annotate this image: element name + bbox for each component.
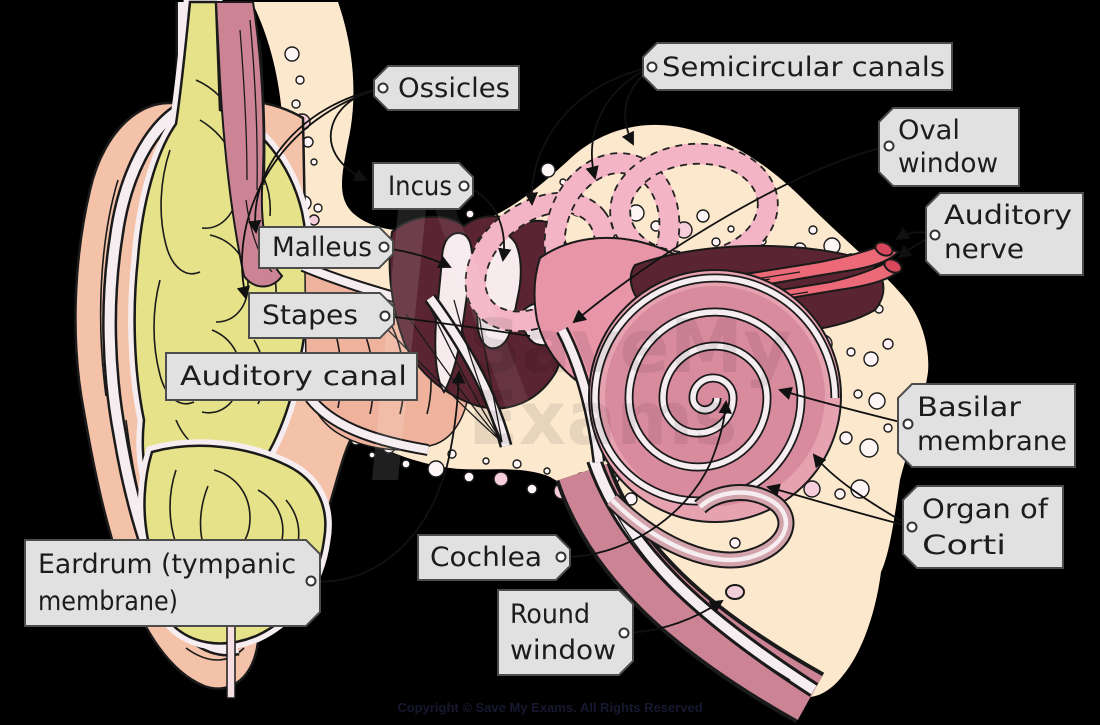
label-text-line2: membrane — [917, 426, 1067, 457]
label-text: Ossicles — [398, 73, 510, 104]
label-stapes: Stapes — [248, 292, 395, 339]
label-text-line2: Corti — [922, 530, 1006, 561]
label-text-line1: Oval — [898, 115, 960, 146]
label-text-line1: Auditory — [944, 200, 1072, 231]
label-semicircular-canals: Semicircular canals — [642, 42, 953, 91]
ear-illustration — [74, 0, 929, 724]
watermark-text-line2: Exams — [468, 376, 737, 462]
leader-ossicles-to-stapes — [236, 87, 384, 300]
tag-hole-icon — [555, 551, 567, 563]
label-text: Cochlea — [430, 542, 542, 573]
label-text: Incus — [388, 171, 452, 202]
label-text: Stapes — [262, 300, 358, 331]
tag-hole-icon — [618, 627, 630, 639]
tag-hole-icon — [883, 140, 895, 152]
watermark: SaveMy Exams — [372, 190, 792, 480]
label-text: Semicircular canals — [662, 52, 945, 83]
watermark-logo-stripe — [372, 190, 428, 480]
muscle-fiber-lines — [239, 19, 273, 273]
watermark-text-line1: SaveMy — [468, 304, 792, 390]
label-text-line2: nerve — [944, 234, 1024, 265]
tag-hole-icon — [305, 575, 317, 587]
cochlea-tail-bands — [555, 457, 825, 724]
leader-organ-of-corti-1 — [766, 483, 913, 528]
leader-organ-of-corti-2 — [812, 453, 913, 528]
label-oval-window: Oval window — [878, 107, 1020, 187]
tag-hole-icon — [379, 310, 391, 322]
tag-hole-icon — [377, 82, 389, 94]
label-text: Malleus — [272, 232, 372, 263]
leader-oval-window — [572, 145, 890, 324]
label-auditory-canal: Auditory canal — [165, 352, 418, 401]
cochlea-spiral-region — [588, 269, 842, 523]
label-organ-of-corti: Organ of Corti — [902, 485, 1064, 569]
label-eardrum: Eardrum (tympanic membrane) — [24, 539, 321, 627]
watermark-logo-stripe — [428, 190, 540, 436]
nerve-cut-end — [883, 258, 903, 274]
tag-hole-icon — [378, 241, 390, 253]
leader-eardrum — [310, 369, 466, 583]
label-text-line1: Eardrum (tympanic — [38, 549, 296, 580]
nerve-cut-end — [874, 241, 894, 257]
label-text-line2: membrane) — [38, 586, 178, 617]
tag-hole-icon — [646, 61, 658, 73]
label-text-line2: window — [898, 148, 998, 179]
label-text-line1: Round — [510, 599, 590, 630]
label-text-line1: Basilar — [917, 392, 1022, 423]
cochlear-duct — [605, 484, 795, 569]
leader-stapes — [384, 315, 531, 337]
leader-basilar-membrane — [778, 386, 909, 425]
eardrum-radial-lines — [387, 299, 503, 443]
leader-ossicles-to-malleus — [247, 87, 384, 235]
eardrum-membrane-extension — [226, 625, 236, 699]
round-window-shape — [725, 584, 745, 600]
label-cochlea: Cochlea — [417, 534, 571, 581]
leader-round-window — [623, 599, 724, 634]
label-malleus: Malleus — [258, 226, 394, 269]
leader-semicircular-2 — [585, 66, 653, 180]
label-basilar-membrane: Basilar membrane — [897, 383, 1076, 468]
label-auditory-nerve: Auditory nerve — [925, 192, 1084, 276]
label-ossicles: Ossicles — [373, 65, 520, 111]
label-round-window: Round window — [497, 589, 634, 676]
leader-cochlea — [560, 399, 733, 558]
copyright-text: Copyright © Save My Exams. All Rights Re… — [397, 700, 702, 715]
labels-layer: Ossicles Semicircular canals Incus Oval … — [24, 42, 1084, 676]
label-text-line1: Organ of — [922, 494, 1050, 525]
tag-hole-icon — [929, 229, 941, 241]
label-text: Auditory canal — [180, 361, 407, 392]
tag-hole-icon — [902, 418, 914, 430]
leader-semicircular-1 — [524, 66, 653, 207]
tag-hole-icon — [458, 180, 470, 192]
label-incus: Incus — [372, 162, 474, 210]
muscle-band-shape — [214, 0, 284, 288]
tag-hole-icon — [906, 521, 918, 533]
label-text-line2: window — [510, 635, 616, 666]
